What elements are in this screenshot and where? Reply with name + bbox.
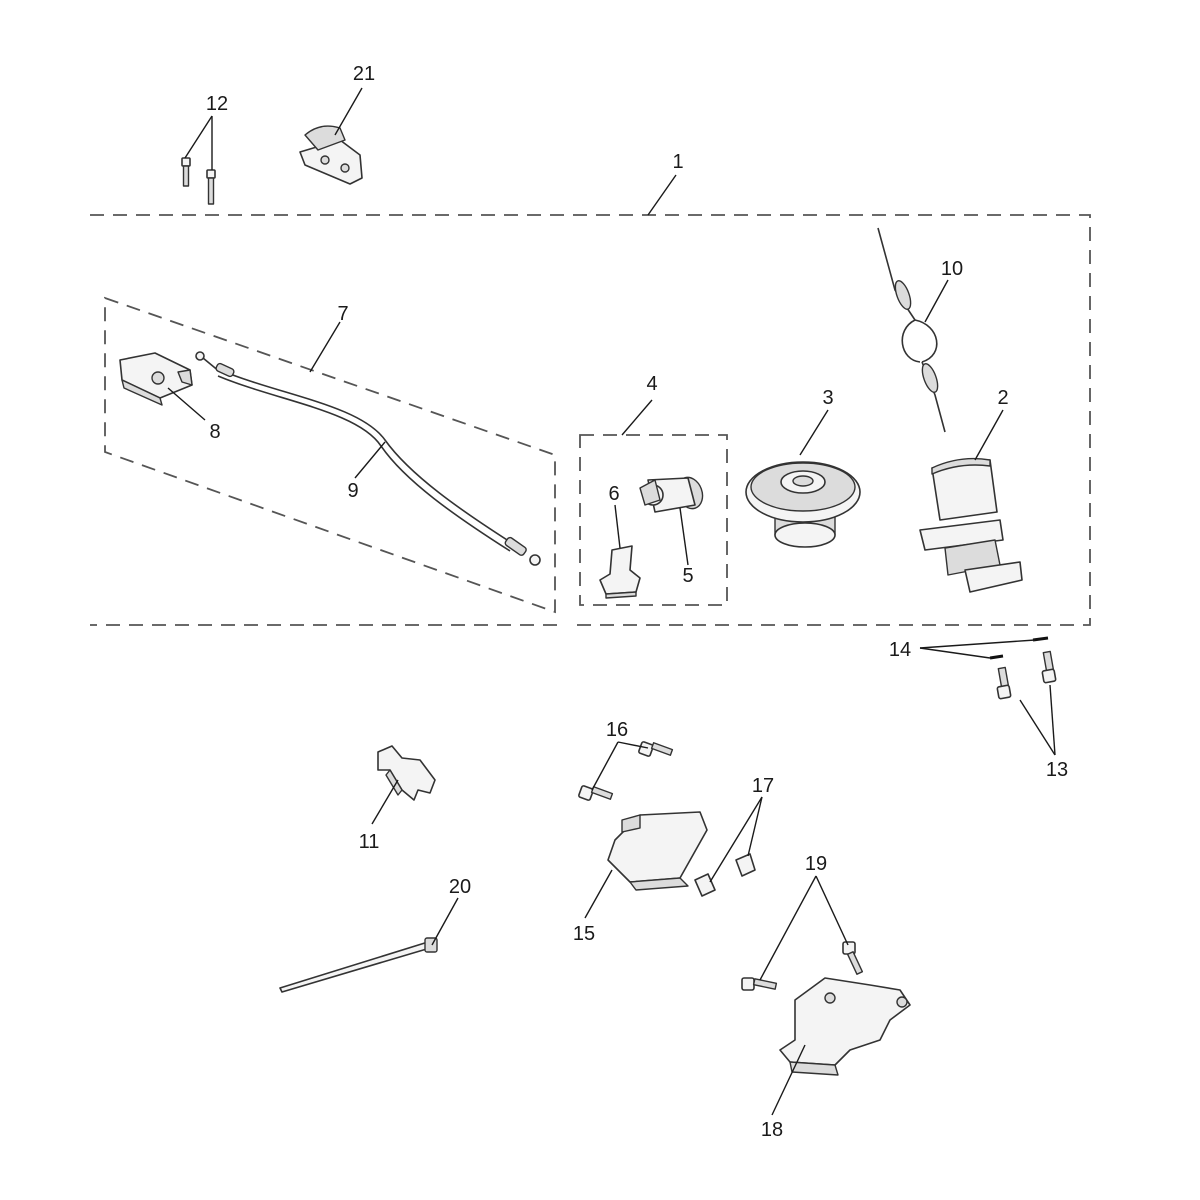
- bracket-part-11: [377, 745, 436, 801]
- callout-1: 1: [672, 151, 683, 173]
- lock-barrel-part-5: [639, 476, 704, 513]
- latch-part-8: [119, 352, 193, 406]
- callout-5: 5: [682, 565, 693, 587]
- callout-21: 21: [353, 63, 375, 85]
- screw-part-13: [996, 650, 1057, 700]
- callout-18: 18: [761, 1119, 783, 1141]
- callout-15: 15: [573, 923, 595, 945]
- clip-part-17: [694, 853, 756, 897]
- clip-part-6: [599, 545, 641, 599]
- callout-17: 17: [752, 775, 774, 797]
- ignition-part-2: [919, 457, 1023, 593]
- harness-part-10: [877, 227, 946, 433]
- callout-8: 8: [209, 421, 220, 443]
- callout-9: 9: [347, 480, 358, 502]
- callout-11: 11: [359, 831, 380, 853]
- lock-kit-outline: [579, 434, 728, 606]
- callout-3: 3: [822, 387, 833, 409]
- callout-4: 4: [646, 373, 657, 395]
- washer-part-14: [989, 636, 1049, 660]
- screw-part-16: [578, 741, 674, 801]
- callout-6: 6: [608, 483, 619, 505]
- callout-19: 19: [805, 853, 827, 875]
- callout-7: 7: [337, 303, 348, 325]
- callout-14: 14: [889, 639, 911, 661]
- callout-2: 2: [997, 387, 1008, 409]
- callout-16: 16: [606, 719, 628, 741]
- screw-part-12: [181, 157, 216, 205]
- bracket-part-18: [779, 977, 911, 1076]
- leader-lines: [167, 87, 1056, 1116]
- callout-20: 20: [449, 876, 471, 898]
- callout-10: 10: [941, 258, 963, 280]
- callout-13: 13: [1046, 759, 1068, 781]
- bracket-part-21: [299, 125, 363, 185]
- cable-kit-outline: [104, 296, 556, 614]
- kit-group-outline: [90, 214, 1091, 626]
- fuel-cap-part-3: [745, 461, 861, 548]
- cable-part-9: [195, 351, 541, 566]
- callout-12: 12: [206, 93, 228, 115]
- screw-part-19: [741, 941, 864, 991]
- cable-tie-part-20: [279, 937, 438, 993]
- module-part-15: [607, 811, 708, 891]
